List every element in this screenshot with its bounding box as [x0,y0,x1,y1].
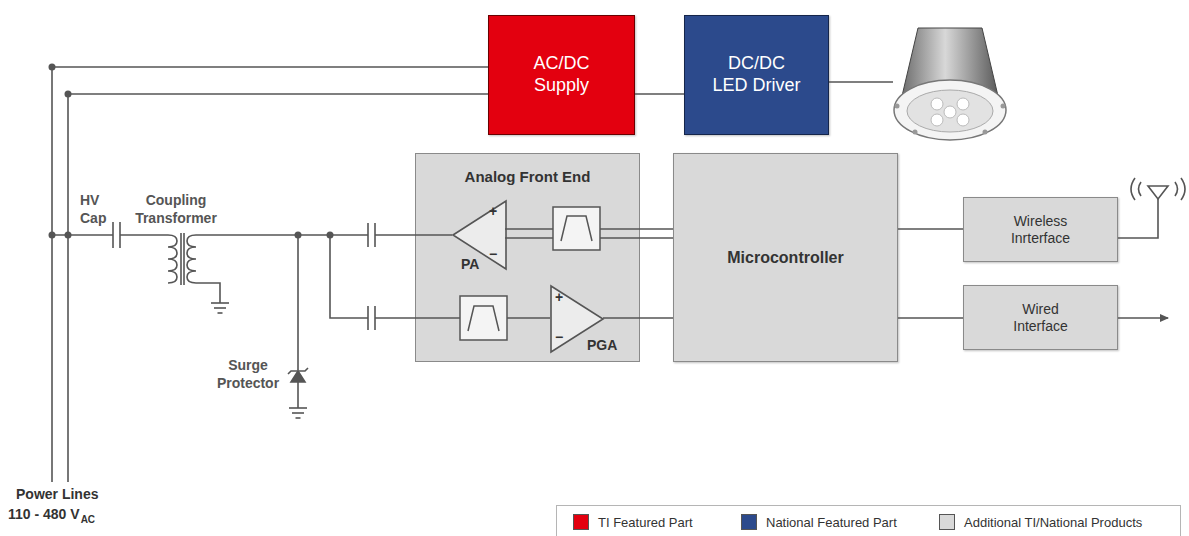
legend-text: Additional TI/National Products [964,515,1142,530]
legend-item: Additional TI/National Products [939,514,1142,530]
amplifier-triangle [453,201,506,269]
legend-text: National Featured Part [766,515,897,530]
legend-item: TI Featured Part [573,514,693,530]
legend-text: TI Featured Part [598,515,693,530]
part-label: Coupling Transformer [128,192,224,227]
legend-box: TI Featured Part National Featured Part Ad… [556,505,1181,536]
connector-line [635,93,684,95]
voltage-subscript: AC [81,515,95,525]
part-label: HV Cap [80,192,114,227]
junction-dots [49,64,334,239]
driver-box: DC/DC LED Driver [684,15,829,135]
interface-box: Wireless Inrterface [963,197,1118,262]
filter-symbol [460,207,600,340]
node-text: Analog Front End [416,154,639,186]
pin-sign: + [555,290,563,304]
legend-swatch [741,514,757,530]
legend-item: National Featured Part [741,514,897,530]
connector-line [603,317,673,319]
pin-sign: − [489,247,497,261]
connector-line [898,317,963,319]
connector-line [898,228,963,230]
title-label: Power Lines [16,486,98,504]
node-text: Wireless Inrterface [993,213,1089,247]
interface-box: Wired Interface [963,285,1118,350]
amplifier-label: PA [461,256,479,273]
pin-sign: − [555,330,563,344]
amplifier-label: PGA [587,337,617,354]
legend-swatch [939,514,955,530]
front-end-box: Analog Front EndPA PGA [415,153,640,362]
node-text: Wired Interface [998,301,1084,335]
legend-swatch [573,514,589,530]
wires [52,67,1185,482]
amplifier-outline [453,201,506,269]
supply-box: AC/DC Supply [488,15,635,135]
node-text: AC/DC Supply [526,53,598,96]
node-text: DC/DC LED Driver [709,53,805,96]
amplifier-symbol: PA [453,201,506,269]
microcontroller-box: Microcontroller [673,153,898,362]
pin-sign: + [489,204,497,218]
led-lamp [894,28,1006,140]
part-label: Surge Protector [206,357,290,392]
node-text: Microcontroller [727,248,843,267]
voltage-label: 110 - 480 V [8,506,80,524]
